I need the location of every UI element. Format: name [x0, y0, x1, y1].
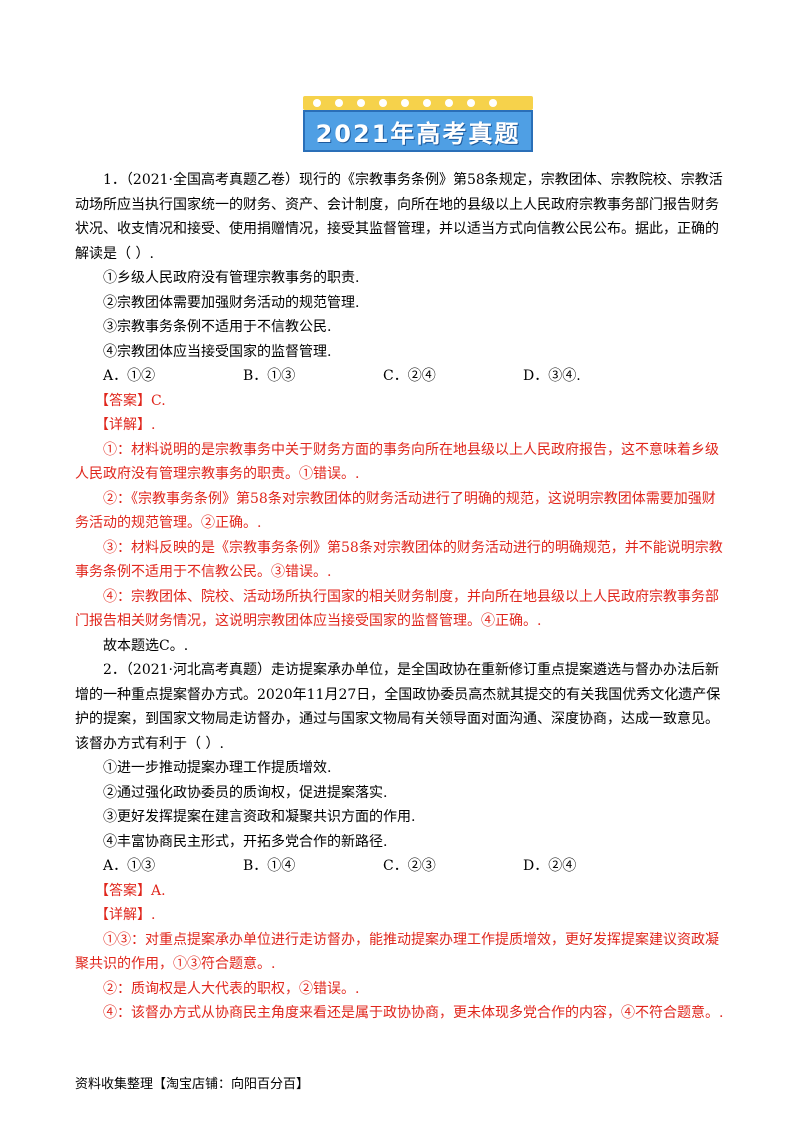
q1-detail-label: 【详解】.	[95, 417, 156, 433]
banner-dot	[423, 99, 431, 107]
q1-options: A．①② B．①③ C．②④ D．③④.	[75, 364, 727, 389]
banner-dot	[489, 99, 497, 107]
q2-answer: 【答案】A.	[95, 882, 166, 899]
banner-dot	[467, 99, 475, 107]
q2-option-c: C．②③	[383, 858, 436, 874]
banner-dot	[335, 99, 343, 107]
q1-item-1: ①乡级人民政府没有管理宗教事务的职责.	[103, 270, 360, 286]
q1-stem: 1．（2021·全国高考真题乙卷）现行的《宗教事务条例》第58条规定，宗教团体、…	[75, 172, 723, 262]
q2-item-2: ②通过强化政协委员的质询权，促进提案落实.	[103, 784, 388, 801]
q2-detail-label: 【详解】.	[95, 907, 156, 923]
q2-detail-2: ②：质询权是人大代表的职权，②错误。.	[103, 980, 360, 997]
title-banner: 2021年高考真题	[303, 96, 533, 152]
banner-dot	[313, 99, 321, 107]
q2-item-3: ③更好发挥提案在建言资政和凝聚共识方面的作用.	[103, 809, 416, 825]
banner-dot	[401, 99, 409, 107]
q2-options: A．①③ B．①④ C．②③ D．②④	[75, 854, 727, 879]
q1-item-2: ②宗教团体需要加强财务活动的规范管理.	[103, 294, 360, 311]
q1-item-4: ④宗教团体应当接受国家的监督管理.	[103, 343, 332, 360]
q1-item-3: ③宗教事务条例不适用于不信教公民.	[103, 319, 332, 335]
banner-dot-strip	[303, 96, 533, 110]
q1-option-c: C．②④	[383, 368, 436, 384]
q1-answer: 【答案】C.	[95, 392, 166, 409]
page-footer: 资料收集整理【淘宝店铺：向阳百分百】	[75, 1077, 310, 1092]
q2-option-b: B．①④	[243, 858, 296, 874]
q2-stem: 2．（2021·河北高考真题）走访提案承办单位，是全国政协在重新修订重点提案遴选…	[75, 662, 721, 752]
q2-detail-1: ①③：对重点提案承办单位进行走访督办，能推动提案办理工作提质增效，更好发挥提案建…	[75, 931, 719, 973]
q1-detail-3: ③：材料反映的是《宗教事务条例》第58条对宗教团体的财务活动进行的明确规范，并不…	[75, 539, 723, 581]
q2-item-1: ①进一步推动提案办理工作提质增效.	[103, 760, 332, 776]
q1-detail-1: ①：材料说明的是宗教事务中关于财务方面的事务向所在地县级以上人民政府报告，这不意…	[75, 441, 719, 483]
q1-detail-2: ②：《宗教事务条例》第58条对宗教团体的财务活动进行了明确的规范，这说明宗教团体…	[75, 490, 716, 532]
document-body: 1．（2021·全国高考真题乙卷）现行的《宗教事务条例》第58条规定，宗教团体、…	[75, 168, 727, 1026]
banner-dot	[445, 99, 453, 107]
q1-option-b: B．①③	[243, 368, 296, 384]
q2-detail-3: ④：该督办方式从协商民主角度来看还是属于政协协商，更未体现多党合作的内容，④不符…	[103, 1005, 724, 1021]
q2-option-d: D．②④	[523, 858, 577, 874]
q1-detail-4: ④：宗教团体、院校、活动场所执行国家的相关财务制度，并向所在地县级以上人民政府宗…	[75, 588, 719, 630]
banner-dot	[379, 99, 387, 107]
q1-option-d: D．③④.	[523, 368, 581, 384]
q2-item-4: ④丰富协商民主形式，开拓多党合作的新路径.	[103, 833, 388, 850]
q2-option-a: A．①③	[103, 858, 156, 874]
banner-dot	[357, 99, 365, 107]
page-title: 2021年高考真题	[315, 119, 521, 148]
q1-conclusion: 故本题选C。.	[103, 637, 189, 654]
banner-title-box: 2021年高考真题	[303, 110, 533, 152]
q1-option-a: A．①②	[103, 368, 156, 384]
